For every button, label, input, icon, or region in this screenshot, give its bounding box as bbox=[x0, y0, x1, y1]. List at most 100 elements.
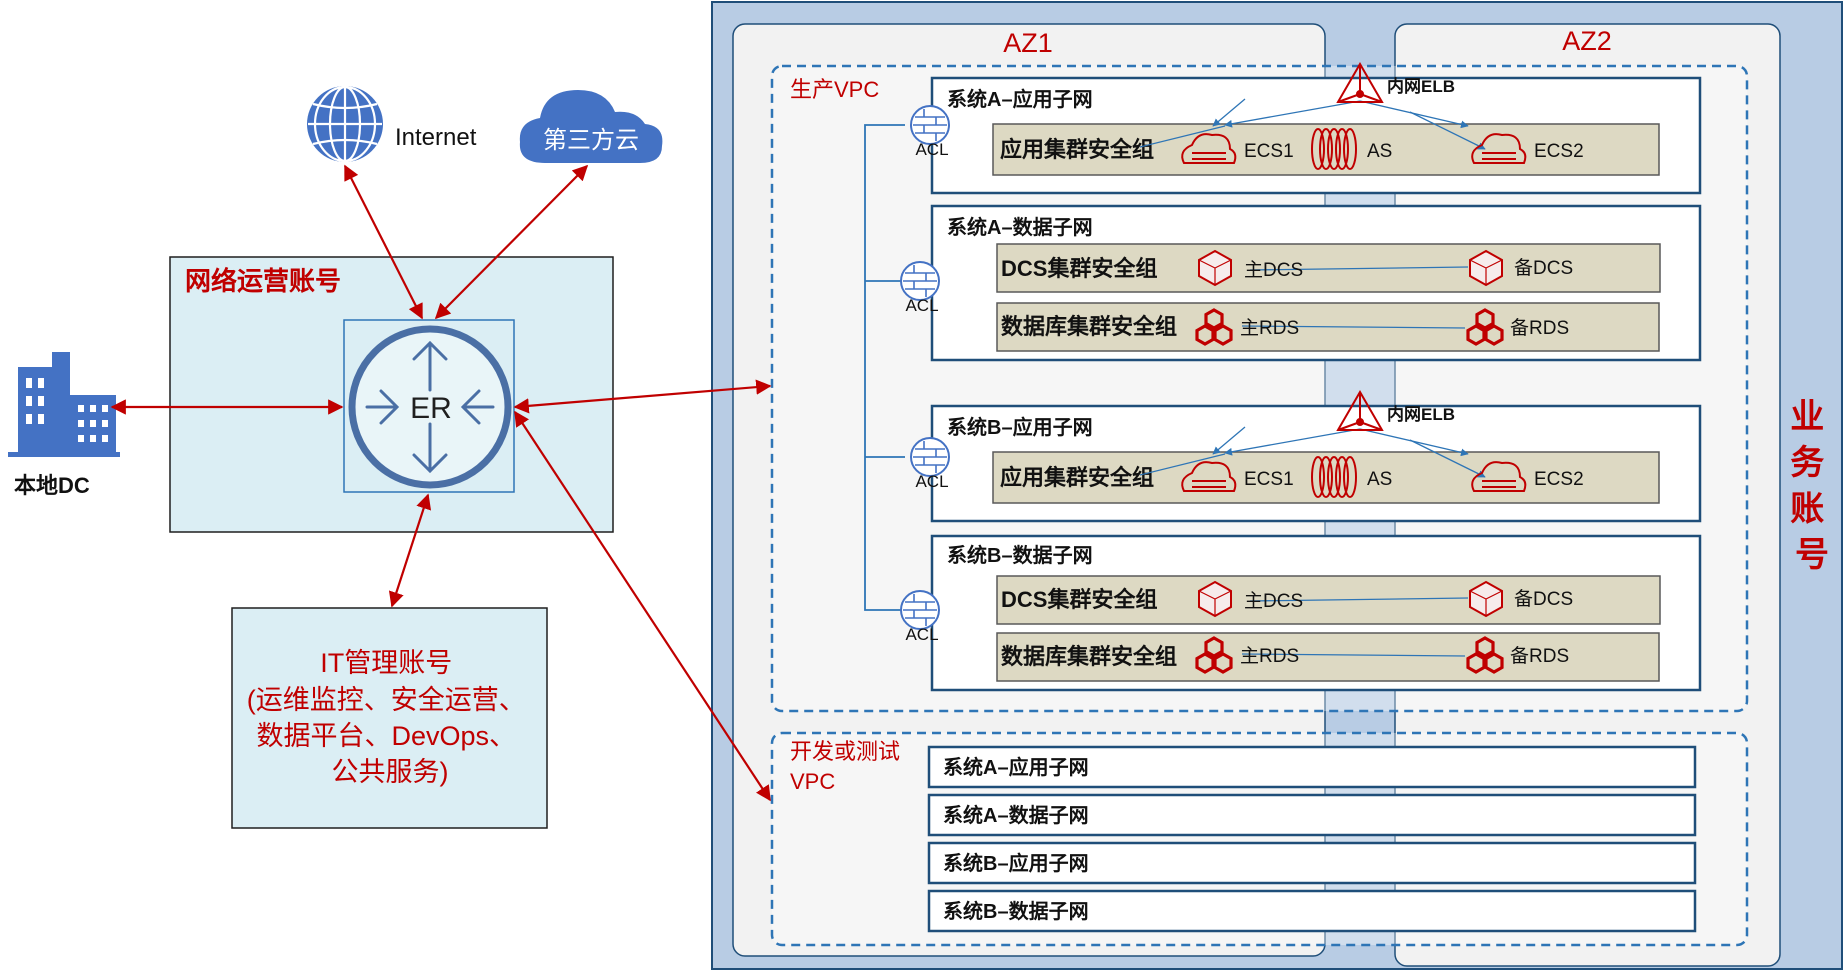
elb-link bbox=[1212, 98, 1246, 127]
acl-label: ACL bbox=[905, 625, 938, 644]
sysA-dcs-sg bbox=[996, 243, 1661, 293]
sysB-db-sg bbox=[996, 632, 1660, 682]
ecs2-label: ECS2 bbox=[1534, 141, 1584, 162]
network-account-label: 网络运营账号 bbox=[185, 266, 341, 296]
third-party-cloud-icon bbox=[519, 90, 663, 163]
sysB-db-sg-label: 数据库集群安全组 bbox=[1001, 644, 1177, 669]
dev-subnet-box bbox=[927, 793, 1697, 837]
arrow-er-internet bbox=[344, 164, 423, 320]
az1-label: AZ1 bbox=[1003, 28, 1053, 58]
backup-rds-label: 备RDS bbox=[1510, 645, 1569, 667]
prod-vpc-label: 生产VPC bbox=[790, 77, 879, 102]
backup-rds-label: 备RDS bbox=[1510, 317, 1569, 339]
ecs1-icon bbox=[1181, 461, 1237, 492]
backup-rds-icon bbox=[1466, 308, 1504, 346]
acl-firewall-icon bbox=[900, 261, 940, 301]
local-dc-building-icon bbox=[8, 352, 120, 457]
dev-subnet-label: 系统B–应用子网 bbox=[943, 851, 1089, 875]
elb-link bbox=[1139, 453, 1226, 476]
primary-rds-label: 主RDS bbox=[1240, 645, 1299, 667]
internet-globe-icon bbox=[307, 85, 383, 163]
internal-elb-icon bbox=[1336, 390, 1384, 431]
sysA-data-subnet-label: 系统A–数据子网 bbox=[947, 215, 1093, 239]
sysB-app-sg bbox=[992, 451, 1660, 504]
rds-replication-link bbox=[1241, 653, 1466, 657]
business-account-label: 业 务 账 号 bbox=[1790, 398, 1833, 574]
acl-firewall-icon bbox=[900, 590, 940, 630]
arrow-er-it-account bbox=[388, 493, 432, 608]
primary-dcs-icon bbox=[1198, 249, 1232, 287]
er-label: ER bbox=[410, 392, 452, 425]
backup-rds-icon bbox=[1466, 636, 1504, 674]
sysA-app-sg bbox=[992, 123, 1660, 176]
rds-replication-link bbox=[1241, 325, 1466, 329]
backup-dcs-icon bbox=[1469, 249, 1503, 287]
sysB-data-subnet: 系统B–数据子网 DCS集群安全组 数据库集群安全组 bbox=[930, 534, 1702, 692]
acl-label: ACL bbox=[915, 140, 948, 159]
as-label: AS bbox=[1367, 141, 1392, 162]
dev-subnet-label: 系统B–数据子网 bbox=[943, 899, 1089, 923]
auto-scaling-icon bbox=[1311, 128, 1357, 170]
er-connections bbox=[110, 164, 772, 802]
elb-link bbox=[1224, 100, 1361, 128]
acl-firewall-icon bbox=[910, 105, 950, 145]
internal-elb-icon bbox=[1336, 62, 1384, 103]
acl-label: ACL bbox=[915, 472, 948, 491]
backup-dcs-label: 备DCS bbox=[1514, 257, 1573, 279]
sysB-app-sg-label: 应用集群安全组 bbox=[1000, 465, 1154, 490]
arrow-er-prod-vpc bbox=[513, 379, 772, 414]
primary-dcs-icon bbox=[1198, 580, 1232, 618]
auto-scaling-icon bbox=[1311, 456, 1357, 498]
sysB-dcs-sg-label: DCS集群安全组 bbox=[1001, 587, 1157, 612]
sysA-db-sg-label: 数据库集群安全组 bbox=[1001, 314, 1177, 339]
primary-rds-icon bbox=[1195, 308, 1233, 346]
elb-link bbox=[1224, 428, 1361, 456]
local-dc-label: 本地DC bbox=[14, 473, 90, 498]
primary-rds-icon bbox=[1195, 636, 1233, 674]
as-label: AS bbox=[1367, 469, 1392, 490]
elb-link bbox=[1212, 426, 1246, 455]
elb-link bbox=[1409, 439, 1486, 478]
ecs1-label: ECS1 bbox=[1244, 469, 1294, 490]
acl-firewall-icon bbox=[910, 437, 950, 477]
sysA-dcs-sg-label: DCS集群安全组 bbox=[1001, 256, 1157, 281]
primary-rds-label: 主RDS bbox=[1240, 317, 1299, 339]
elb-label: 内网ELB bbox=[1387, 76, 1455, 96]
er-router-icon: ER bbox=[348, 325, 512, 489]
elb-link bbox=[1409, 111, 1486, 150]
ecs2-icon bbox=[1471, 133, 1527, 164]
sysA-app-subnet: 系统A–应用子网 应用集群安全组 bbox=[930, 76, 1702, 195]
elb-link bbox=[1139, 125, 1226, 148]
dev-subnet-box bbox=[927, 889, 1697, 933]
ecs2-label: ECS2 bbox=[1534, 469, 1584, 490]
acl-label: ACL bbox=[905, 296, 938, 315]
backup-dcs-label: 备DCS bbox=[1514, 588, 1573, 610]
internet-label: Internet bbox=[395, 124, 477, 151]
it-account-box bbox=[231, 607, 548, 829]
dcs-replication-link bbox=[1249, 597, 1469, 602]
az2-label: AZ2 bbox=[1562, 26, 1612, 56]
acl-connector bbox=[864, 124, 905, 611]
ecs2-icon bbox=[1471, 461, 1527, 492]
dcs-replication-link bbox=[1249, 266, 1469, 271]
dev-subnet-label: 系统A–应用子网 bbox=[943, 755, 1089, 779]
elb-label: 内网ELB bbox=[1387, 404, 1455, 424]
sysA-app-subnet-label: 系统A–应用子网 bbox=[947, 87, 1093, 111]
dev-subnet-box bbox=[927, 745, 1697, 789]
third-party-cloud-label: 第三方云 bbox=[543, 127, 639, 154]
dev-subnet-label: 系统A–数据子网 bbox=[943, 803, 1089, 827]
it-account-label: IT管理账号 (运维监控、安全运营、 数据平台、DevOps、 公共服务) bbox=[247, 648, 534, 787]
ecs1-icon bbox=[1181, 133, 1237, 164]
backup-dcs-icon bbox=[1469, 580, 1503, 618]
arrow-er-dev-vpc bbox=[514, 410, 771, 802]
primary-dcs-label: 主DCS bbox=[1244, 259, 1303, 281]
primary-dcs-label: 主DCS bbox=[1244, 590, 1303, 612]
sysB-app-subnet-label: 系统B–应用子网 bbox=[947, 415, 1093, 439]
ecs1-label: ECS1 bbox=[1244, 141, 1294, 162]
sysB-data-subnet-label: 系统B–数据子网 bbox=[947, 543, 1093, 567]
sysB-app-subnet: 系统B–应用子网 应用集群安全组 bbox=[930, 404, 1702, 523]
dev-vpc-label: 开发或测试 VPC bbox=[790, 739, 906, 794]
